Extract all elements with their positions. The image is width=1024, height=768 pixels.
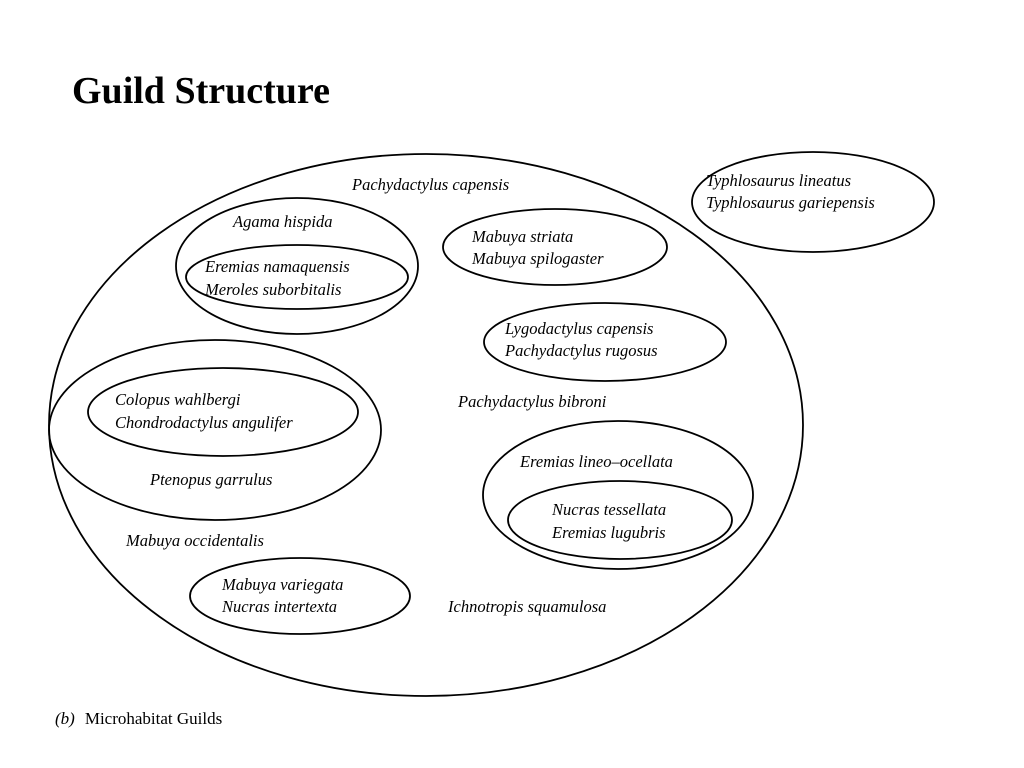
eremias-inner-species-1: Nucras tessellata	[551, 500, 666, 519]
eremias-namaquensis-ellipse	[185, 244, 409, 310]
eremias-inner-species-2: Eremias lugubris	[551, 523, 666, 542]
ptenopus-guild-ellipse	[48, 339, 382, 521]
agama-inner-species-2: Meroles suborbitalis	[204, 280, 341, 299]
eremias-lineo-guild-label: Eremias lineo–ocellata	[519, 452, 673, 471]
colopus-ellipse	[87, 367, 359, 457]
variegata-pair-species-1: Mabuya variegata	[221, 575, 343, 594]
lygodactylus-pair-species-1: Lygodactylus capensis	[504, 319, 653, 338]
typhlosaurus-pair-ellipse	[691, 151, 935, 253]
outer-guild-label-top: Pachydactylus capensis	[351, 175, 509, 194]
figure-caption: (b) Microhabitat Guilds	[55, 708, 222, 730]
typhlosaurus-pair-species-2: Typhlosaurus gariepensis	[706, 193, 875, 212]
ptenopus-guild-label: Ptenopus garrulus	[149, 470, 272, 489]
variegata-pair-species-2: Nucras intertexta	[221, 597, 337, 616]
mabuya-pair-ellipse	[442, 208, 668, 286]
mabuya-pair-species-1: Mabuya striata	[471, 227, 573, 246]
mabuya-pair-species-2: Mabuya spilogaster	[471, 249, 604, 268]
outer-guild-label-center: Pachydactylus bibroni	[457, 392, 607, 411]
lygodactylus-pair-ellipse	[483, 302, 727, 382]
lygodactylus-pair-species-2: Pachydactylus rugosus	[504, 341, 658, 360]
nucras-tessellata-ellipse	[507, 480, 733, 560]
ptenopus-inner-species-2: Chondrodactylus angulifer	[115, 413, 293, 432]
outer-guild-label-left: Mabuya occidentalis	[125, 531, 264, 550]
outer-guild-label-bottom: Ichnotropis squamulosa	[447, 597, 606, 616]
page-title: Guild Structure	[72, 70, 330, 112]
agama-guild-ellipse	[175, 197, 419, 335]
typhlosaurus-pair-species-1: Typhlosaurus lineatus	[706, 171, 851, 190]
variegata-pair-ellipse	[189, 557, 411, 635]
agama-inner-species-1: Eremias namaquensis	[204, 257, 350, 276]
eremias-lineo-guild-ellipse	[482, 420, 754, 570]
caption-label: (b)	[55, 709, 75, 728]
caption-text: Microhabitat Guilds	[84, 709, 223, 728]
ptenopus-inner-species-1: Colopus wahlbergi	[115, 390, 241, 409]
agama-guild-label: Agama hispida	[232, 212, 332, 231]
